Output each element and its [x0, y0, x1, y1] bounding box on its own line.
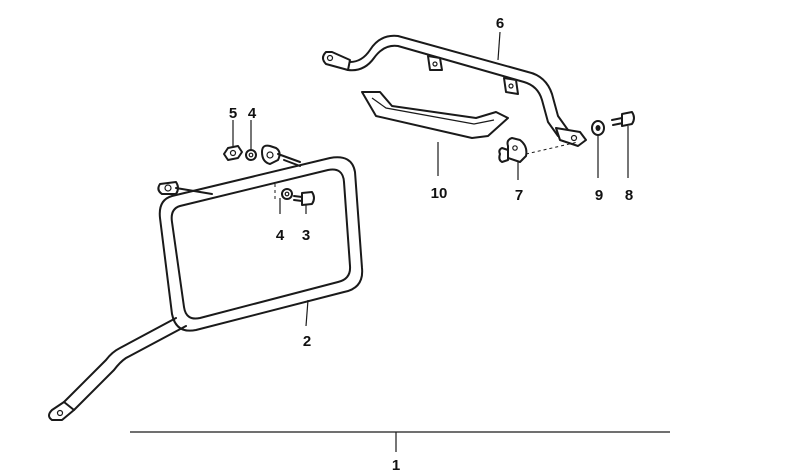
callout-1: 1 — [392, 457, 400, 473]
nut-part-5 — [223, 145, 243, 161]
callout-2: 2 — [303, 333, 311, 350]
callout-6: 6 — [496, 15, 504, 32]
callout-3: 3 — [302, 227, 310, 244]
washer-part-4-lower — [281, 188, 293, 200]
callout-4-upper: 4 — [248, 105, 257, 122]
callout-8: 8 — [625, 187, 633, 204]
pad-part-10 — [361, 91, 509, 139]
washer-part-4-upper — [245, 149, 257, 161]
side-frame-part-2 — [48, 156, 364, 421]
callout-9: 9 — [595, 187, 603, 204]
leader-lines — [130, 31, 670, 452]
washer-part-9 — [591, 120, 605, 136]
support-bracket-part-6 — [322, 34, 587, 147]
bolt-part-3 — [293, 191, 315, 206]
callout-5: 5 — [229, 105, 237, 122]
bracket-clip — [261, 144, 301, 165]
alignment-dash-right — [525, 141, 579, 155]
callout-4-lower: 4 — [276, 227, 285, 244]
bolt-part-8 — [611, 111, 635, 127]
callout-10: 10 — [431, 185, 448, 202]
callout-7: 7 — [515, 187, 523, 204]
clamp-part-7 — [498, 137, 528, 163]
